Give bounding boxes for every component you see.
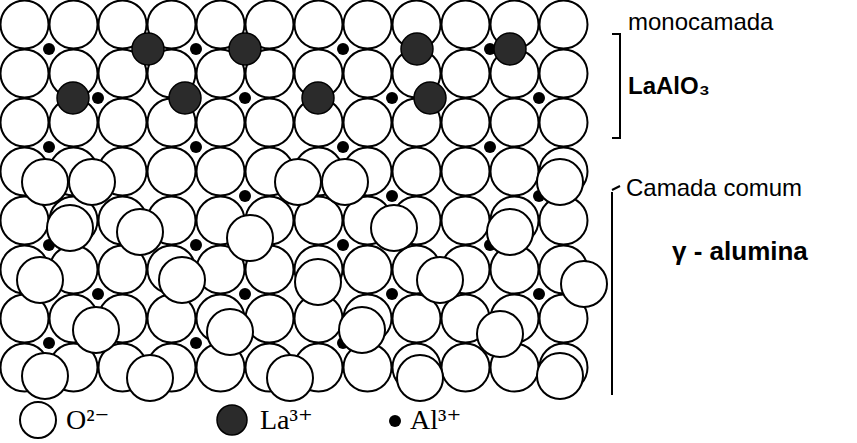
ion bbox=[302, 82, 334, 114]
ion bbox=[442, 99, 490, 147]
ion bbox=[371, 205, 417, 251]
ion bbox=[190, 141, 202, 153]
ion bbox=[190, 43, 202, 55]
ion bbox=[533, 288, 545, 300]
ion bbox=[57, 82, 89, 114]
ion bbox=[50, 1, 98, 49]
ion bbox=[393, 148, 441, 196]
ion bbox=[246, 99, 294, 147]
ion bbox=[1, 99, 49, 147]
ion bbox=[344, 99, 392, 147]
ion bbox=[148, 148, 196, 196]
ion bbox=[533, 92, 545, 104]
ion bbox=[227, 215, 273, 261]
legend-text: O²⁻ bbox=[66, 406, 109, 434]
legend-samples bbox=[20, 402, 401, 438]
ion bbox=[494, 33, 526, 65]
ion bbox=[386, 92, 398, 104]
ion bbox=[537, 353, 583, 399]
ion bbox=[401, 33, 433, 65]
ion bbox=[442, 1, 490, 49]
ion bbox=[337, 43, 349, 55]
ion bbox=[22, 353, 68, 399]
ion bbox=[43, 43, 55, 55]
ion bbox=[491, 99, 539, 147]
ion bbox=[540, 50, 588, 98]
ion bbox=[442, 148, 490, 196]
ion bbox=[295, 259, 341, 305]
ion bbox=[337, 239, 349, 251]
ion bbox=[442, 344, 490, 392]
layer-label: LaAlO₃ bbox=[628, 74, 710, 98]
ion bbox=[337, 141, 349, 153]
ion bbox=[344, 50, 392, 98]
ion bbox=[322, 159, 368, 205]
ion bbox=[43, 337, 55, 349]
ion bbox=[344, 246, 392, 294]
layer-label: Camada comum bbox=[626, 176, 802, 200]
legend-text: La³⁺ bbox=[260, 406, 313, 434]
ion bbox=[207, 309, 253, 355]
ion bbox=[339, 307, 385, 353]
ion bbox=[275, 159, 321, 205]
layer-label: γ - alumina bbox=[672, 238, 808, 264]
ion bbox=[491, 148, 539, 196]
ion bbox=[1, 50, 49, 98]
ion bbox=[132, 33, 164, 65]
ion-lattice bbox=[1, 1, 608, 402]
layer-label: monocamada bbox=[628, 10, 773, 34]
ion bbox=[484, 141, 496, 153]
ion bbox=[417, 257, 463, 303]
ion bbox=[69, 159, 115, 205]
ion bbox=[239, 92, 251, 104]
ion bbox=[397, 355, 443, 401]
ion bbox=[197, 99, 245, 147]
ion bbox=[537, 159, 583, 205]
ion bbox=[239, 190, 251, 202]
ion bbox=[73, 307, 119, 353]
ion bbox=[540, 1, 588, 49]
ion bbox=[169, 82, 201, 114]
ion bbox=[92, 288, 104, 300]
ion bbox=[190, 337, 202, 349]
ion bbox=[190, 239, 202, 251]
ion bbox=[99, 99, 147, 147]
ion bbox=[295, 1, 343, 49]
ion bbox=[414, 82, 446, 114]
ion bbox=[92, 92, 104, 104]
ion bbox=[267, 355, 313, 401]
ion bbox=[386, 190, 398, 202]
ion bbox=[477, 311, 523, 357]
ion bbox=[386, 288, 398, 300]
ion bbox=[239, 288, 251, 300]
ion bbox=[159, 257, 205, 303]
ion bbox=[43, 141, 55, 153]
ion bbox=[117, 209, 163, 255]
legend-text: Al³⁺ bbox=[410, 406, 461, 434]
ion bbox=[442, 197, 490, 245]
ion bbox=[344, 1, 392, 49]
ion bbox=[1, 1, 49, 49]
bracket bbox=[612, 34, 620, 395]
ion bbox=[540, 99, 588, 147]
ion bbox=[22, 159, 68, 205]
ion bbox=[561, 261, 607, 307]
ion bbox=[17, 257, 63, 303]
ion bbox=[442, 50, 490, 98]
ion bbox=[47, 205, 93, 251]
ion bbox=[487, 209, 533, 255]
ion bbox=[127, 355, 173, 401]
ion bbox=[229, 33, 261, 65]
ion bbox=[197, 148, 245, 196]
